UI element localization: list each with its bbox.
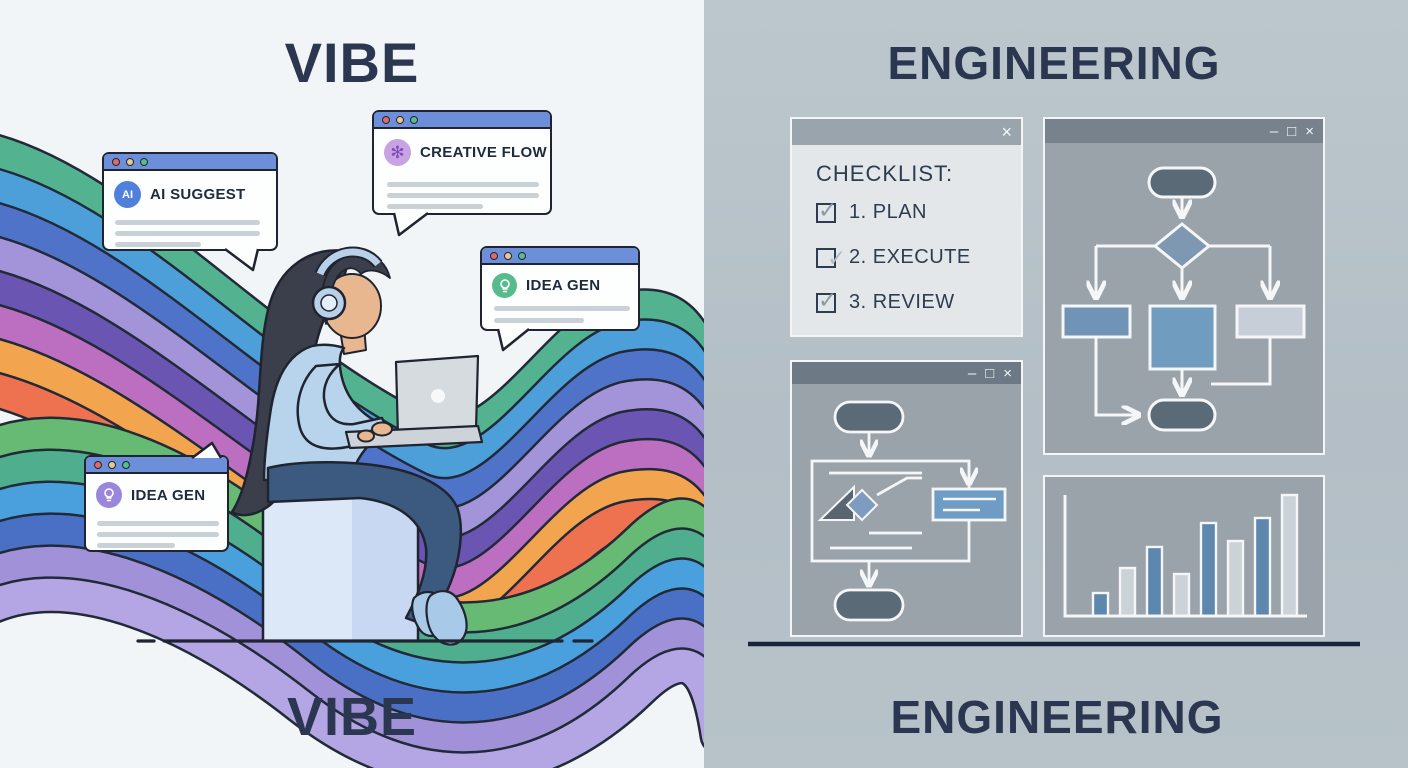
hand-2 <box>357 429 375 443</box>
checkbox-icon: ✓ <box>816 287 837 313</box>
mini-blue-box <box>931 487 1007 522</box>
creative-flow-label: CREATIVE FLOW <box>420 144 547 161</box>
ai-icon-text: AI <box>122 188 133 201</box>
spiral-icon: ✻ <box>384 139 411 166</box>
traffic-dot-green-icon <box>410 115 418 124</box>
headphone-earcup-inner <box>320 294 338 312</box>
vibe-panel: VIBE VIBE AI AI SUGGEST <box>0 31 704 768</box>
ai-icon: AI <box>114 181 141 208</box>
close-icon: × <box>1305 122 1314 140</box>
checkbox-icon: ✓ <box>816 245 846 271</box>
checklist-item-label: 2. EXECUTE <box>849 246 971 268</box>
idea-gen-bottom-label: IDEA GEN <box>131 486 206 504</box>
checklist-item-label: 1. PLAN <box>849 201 927 223</box>
ground-line-right <box>748 641 1360 647</box>
mini-diamond <box>845 488 879 522</box>
creative-flow-titlebar <box>374 112 550 129</box>
flow-end-pill <box>1147 398 1217 432</box>
traffic-dot-yellow-icon <box>108 460 116 469</box>
person-illustration <box>230 246 484 646</box>
idea-gen-top-titlebar <box>482 248 638 265</box>
ai-suggest-titlebar <box>104 154 276 171</box>
mini-flowchart-titlebar: – □ × <box>792 362 1021 384</box>
placeholder-text-line <box>494 306 630 311</box>
placeholder-text-line <box>115 231 260 236</box>
cube-seat-shade <box>352 481 417 640</box>
headphone-band-fill <box>316 248 381 276</box>
checklist-item-plan: ✓ 1. PLAN <box>816 197 1021 224</box>
flowchart-titlebar: – □ × <box>1045 119 1323 143</box>
ground-line-left <box>136 639 594 643</box>
lightbulb-icon <box>492 273 517 298</box>
speech-tail <box>224 248 260 272</box>
ai-suggest-label: AI SUGGEST <box>150 186 246 203</box>
checklist-item-review: ✓ 3. REVIEW <box>816 287 1021 314</box>
creative-flow-window: ✻ CREATIVE FLOW <box>372 110 552 237</box>
shoe-front <box>425 590 468 646</box>
traffic-dot-yellow-icon <box>396 115 404 124</box>
bar-chart-axes <box>1063 495 1307 618</box>
checkbox-icon: ✓ <box>816 197 837 223</box>
checkmark-icon: ✓ <box>818 286 838 313</box>
bar-chart <box>1063 493 1307 618</box>
ai-suggest-window: AI AI SUGGEST <box>102 152 278 272</box>
traffic-dot-red-icon <box>112 157 120 166</box>
maximize-icon: □ <box>985 364 995 382</box>
minimize-icon: – <box>967 364 977 382</box>
traffic-dot-green-icon <box>122 460 130 469</box>
traffic-dot-yellow-icon <box>504 251 512 260</box>
hand <box>371 421 393 437</box>
speech-tail <box>392 212 429 237</box>
engineering-panel: ENGINEERING ENGINEERING × CHECKLIST: ✓ 1… <box>704 0 1408 768</box>
traffic-dot-yellow-icon <box>126 157 134 166</box>
engineering-title-top: ENGINEERING <box>887 37 1221 89</box>
traffic-dot-red-icon <box>382 115 390 124</box>
laptop-logo-icon <box>431 389 445 403</box>
flowchart-diagram <box>1061 166 1306 432</box>
idea-gen-bottom-window: IDEA GEN <box>84 441 229 552</box>
placeholder-text-line <box>97 532 219 537</box>
mini-end-pill <box>833 588 905 622</box>
mini-flowchart-diagram <box>810 400 1007 622</box>
maximize-icon: □ <box>1287 122 1297 140</box>
checkmark-icon: ✓ <box>818 196 838 223</box>
idea-gen-bottom-titlebar <box>86 457 227 474</box>
placeholder-text-line <box>387 193 539 198</box>
traffic-dot-green-icon <box>518 251 526 260</box>
placeholder-text-line <box>115 220 260 225</box>
speech-tail-up <box>191 441 223 459</box>
close-icon: × <box>1001 122 1012 142</box>
traffic-dot-red-icon <box>94 460 102 469</box>
spiral-icon-glyph: ✻ <box>390 142 405 162</box>
flow-step-middle <box>1148 304 1217 371</box>
checklist-item-execute: ✓ 2. EXECUTE <box>816 245 1021 271</box>
idea-gen-top-label: IDEA GEN <box>526 277 601 294</box>
placeholder-text-line <box>387 182 539 187</box>
bar-chart-bars <box>1091 493 1299 618</box>
placeholder-text-line <box>387 204 483 209</box>
minimize-icon: – <box>1269 122 1279 140</box>
checklist-heading: CHECKLIST: <box>816 161 954 186</box>
checkmark-icon: ✓ <box>827 244 847 271</box>
lightbulb-icon <box>96 482 122 508</box>
mini-flowchart-window: – □ × <box>790 360 1023 637</box>
vibe-title-bottom: VIBE <box>286 687 418 747</box>
idea-gen-top-window: IDEA GEN <box>480 246 640 352</box>
close-icon: × <box>1003 364 1012 382</box>
checklist-window: × CHECKLIST: ✓ 1. PLAN ✓ 2. EXECUTE ✓ 3.… <box>790 117 1023 337</box>
placeholder-text-line <box>494 318 584 323</box>
speech-tail <box>496 328 530 352</box>
checklist-item-label: 3. REVIEW <box>849 291 955 313</box>
flowchart-window: – □ × <box>1043 117 1325 455</box>
bar-chart-window <box>1043 475 1325 637</box>
traffic-dot-green-icon <box>140 157 148 166</box>
engineering-title-bottom: ENGINEERING <box>890 691 1224 743</box>
pants-leg <box>266 461 463 628</box>
placeholder-text-line <box>115 242 201 247</box>
traffic-dot-red-icon <box>490 251 498 260</box>
vibe-title-top: VIBE <box>284 31 420 94</box>
placeholder-text-line <box>97 521 219 526</box>
placeholder-text-line <box>97 543 175 548</box>
checklist-titlebar: × <box>792 119 1021 145</box>
